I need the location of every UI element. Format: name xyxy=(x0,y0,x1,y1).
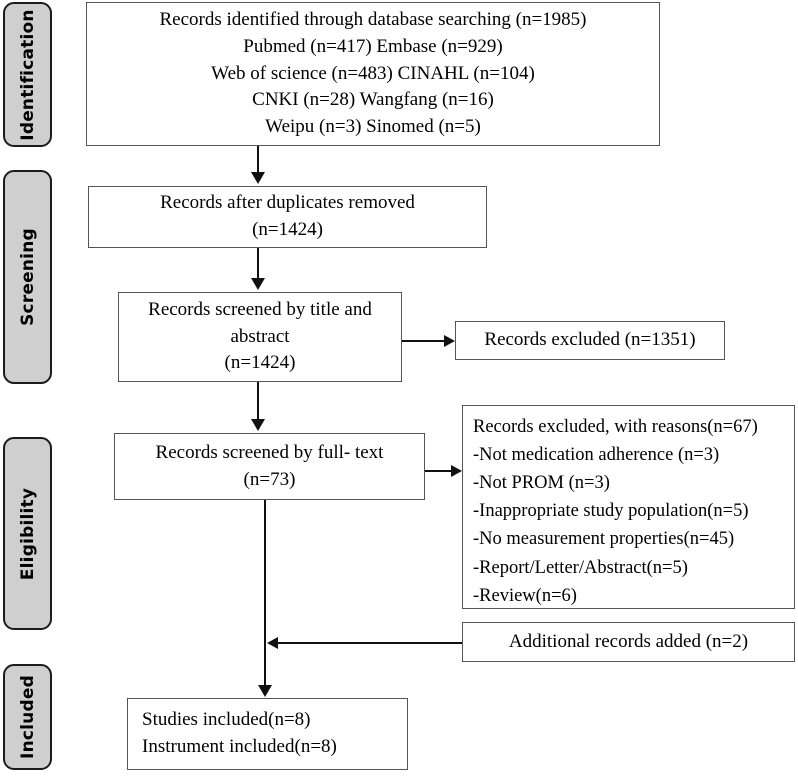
box-records-identified-text: Records identified through database sear… xyxy=(159,8,587,138)
connector-screening-to-excluded xyxy=(402,340,446,342)
box-records-identified: Records identified through database sear… xyxy=(86,2,660,146)
box-excluded-with-reasons: Records excluded, with reasons(n=67) -No… xyxy=(462,405,795,609)
connector-fulltext-to-reasons xyxy=(425,470,453,472)
excluded-reason-item: -Review(n=6) xyxy=(473,585,577,606)
box-screened-full-text-text: Records screened by full- text (n=73) xyxy=(155,441,384,490)
excluded-reason-item: -Not medication adherence (n=3) xyxy=(473,445,720,466)
arrowhead-duplicates-to-screening xyxy=(251,278,265,290)
arrowhead-identified-to-duplicates xyxy=(251,172,265,184)
stage-pill-screening: Screening xyxy=(3,170,52,384)
box-excluded-title-abstract-text: Records excluded (n=1351) xyxy=(484,329,696,351)
stage-pill-identification: Identification xyxy=(3,2,52,147)
arrowhead-fulltext-to-included xyxy=(258,685,272,697)
excluded-reason-item: -Not PROM (n=3) xyxy=(473,473,610,494)
box-screened-full-text: Records screened by full- text (n=73) xyxy=(114,433,425,500)
stage-label-eligibility: Eligibility xyxy=(17,487,38,580)
excluded-reason-item: -Inappropriate study population(n=5) xyxy=(473,501,749,522)
stage-pill-eligibility: Eligibility xyxy=(3,437,52,630)
box-duplicates-removed-text: Records after duplicates removed (n=1424… xyxy=(160,192,415,240)
box-screened-title-abstract-text: Records screened by title and abstract (… xyxy=(148,298,372,374)
connector-additional-to-spine xyxy=(277,642,462,644)
stage-label-screening: Screening xyxy=(17,228,38,326)
stage-pill-included: Included xyxy=(3,664,52,770)
stage-label-included: Included xyxy=(17,675,38,759)
connector-identified-to-duplicates xyxy=(257,146,259,174)
arrowhead-additional-to-spine xyxy=(267,637,278,649)
arrowhead-fulltext-to-reasons xyxy=(451,465,462,477)
box-duplicates-removed: Records after duplicates removed (n=1424… xyxy=(88,186,487,248)
excluded-reason-item: -No measurement properties(n=45) xyxy=(473,529,735,550)
connector-screening-to-fulltext xyxy=(257,382,259,422)
box-included-studies-text: Studies included(n=8) Instrument include… xyxy=(142,709,337,757)
arrowhead-screening-to-excluded xyxy=(444,335,455,347)
excluded-reason-item: -Report/Letter/Abstract(n=5) xyxy=(473,557,688,578)
connector-duplicates-to-screening xyxy=(257,248,259,280)
arrowhead-screening-to-fulltext xyxy=(251,419,265,431)
connector-fulltext-to-included xyxy=(264,500,266,690)
box-additional-records-text: Additional records added (n=2) xyxy=(508,630,749,652)
stage-label-identification: Identification xyxy=(17,8,38,141)
box-screened-title-abstract: Records screened by title and abstract (… xyxy=(118,292,402,382)
box-excluded-title-abstract: Records excluded (n=1351) xyxy=(455,321,725,360)
box-additional-records: Additional records added (n=2) xyxy=(462,622,795,662)
excluded-reasons-heading: Records excluded, with reasons(n=67) xyxy=(473,417,758,437)
box-included-studies: Studies included(n=8) Instrument include… xyxy=(127,698,408,770)
